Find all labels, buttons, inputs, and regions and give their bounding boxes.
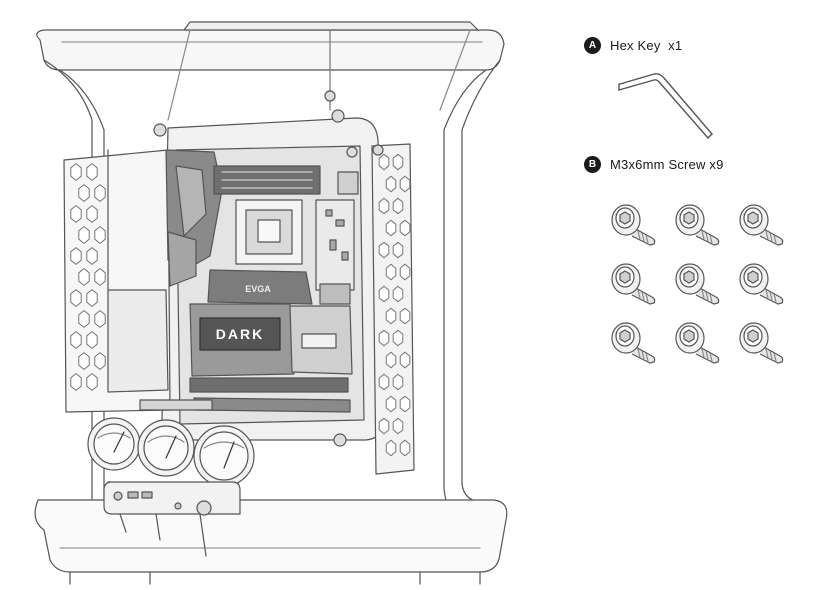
hex-cell xyxy=(78,226,90,244)
hex-cell xyxy=(70,163,82,181)
evga-logo: EVGA xyxy=(245,284,271,294)
hex-cell xyxy=(378,153,390,171)
left-hex-mesh xyxy=(70,163,106,391)
hex-cell xyxy=(399,307,411,325)
hex-cell xyxy=(378,329,390,347)
screw-icon xyxy=(675,263,720,305)
hex-cell xyxy=(385,439,397,457)
screw-icon xyxy=(611,263,656,305)
screw-icon xyxy=(739,263,784,305)
frame-screws xyxy=(153,109,384,447)
hex-cell xyxy=(378,241,390,259)
part-quantity: x9 xyxy=(709,157,724,172)
right-hex-mesh xyxy=(378,153,411,457)
front-io-panel xyxy=(103,481,241,557)
hex-cell xyxy=(378,373,390,391)
hex-cell xyxy=(86,289,98,307)
hex-cell xyxy=(70,289,82,307)
hex-cell xyxy=(385,395,397,413)
motherboard xyxy=(165,145,365,425)
hex-cell xyxy=(392,197,404,215)
hex-cell xyxy=(70,331,82,349)
hex-cell xyxy=(399,439,411,457)
hex-cell xyxy=(378,197,390,215)
hex-cell xyxy=(86,373,98,391)
hex-cell xyxy=(385,175,397,193)
hex-cell xyxy=(378,417,390,435)
hex-cell xyxy=(86,205,98,223)
hex-cell xyxy=(392,241,404,259)
hex-cell xyxy=(392,329,404,347)
part-name: M3x6mm Screw xyxy=(610,157,706,172)
hex-cell xyxy=(70,247,82,265)
hex-cell xyxy=(94,268,106,286)
analog-gauges xyxy=(87,399,255,487)
hex-cell xyxy=(392,153,404,171)
hex-cell xyxy=(86,247,98,265)
hex-cell xyxy=(385,307,397,325)
hex-cell xyxy=(399,175,411,193)
hex-cell xyxy=(94,352,106,370)
case-frame xyxy=(34,21,508,585)
hex-cell xyxy=(94,184,106,202)
hex-cell xyxy=(378,285,390,303)
part-label-screw: B M3x6mm Screw x9 xyxy=(584,156,724,173)
hex-cell xyxy=(399,219,411,237)
hex-key-illustration xyxy=(618,73,713,139)
part-quantity: x1 xyxy=(668,38,683,53)
hex-cell xyxy=(385,351,397,369)
hex-cell xyxy=(78,184,90,202)
hex-cell xyxy=(399,263,411,281)
part-letter-badge: A xyxy=(584,37,601,54)
screw-icon xyxy=(675,204,720,246)
screw-icon xyxy=(675,322,720,364)
hex-cell xyxy=(70,373,82,391)
hex-cell xyxy=(70,205,82,223)
screw-icon xyxy=(611,204,656,246)
hex-cell xyxy=(385,219,397,237)
dark-logo: DARK xyxy=(216,326,264,342)
part-label-hex-key: A Hex Key x1 xyxy=(584,37,682,54)
screw-icon xyxy=(611,322,656,364)
hex-cell xyxy=(392,417,404,435)
screw-icon xyxy=(739,204,784,246)
hex-cell xyxy=(94,226,106,244)
hex-cell xyxy=(94,310,106,328)
hex-cell xyxy=(392,373,404,391)
hex-cell xyxy=(399,351,411,369)
screw-icon xyxy=(739,322,784,364)
part-name: Hex Key xyxy=(610,38,661,53)
part-letter-badge: B xyxy=(584,156,601,173)
hex-cell xyxy=(399,395,411,413)
hex-cell xyxy=(78,268,90,286)
hex-cell xyxy=(86,331,98,349)
hex-cell xyxy=(86,163,98,181)
hex-cell xyxy=(78,310,90,328)
hex-cell xyxy=(392,285,404,303)
hex-cell xyxy=(385,263,397,281)
hex-cell xyxy=(78,352,90,370)
